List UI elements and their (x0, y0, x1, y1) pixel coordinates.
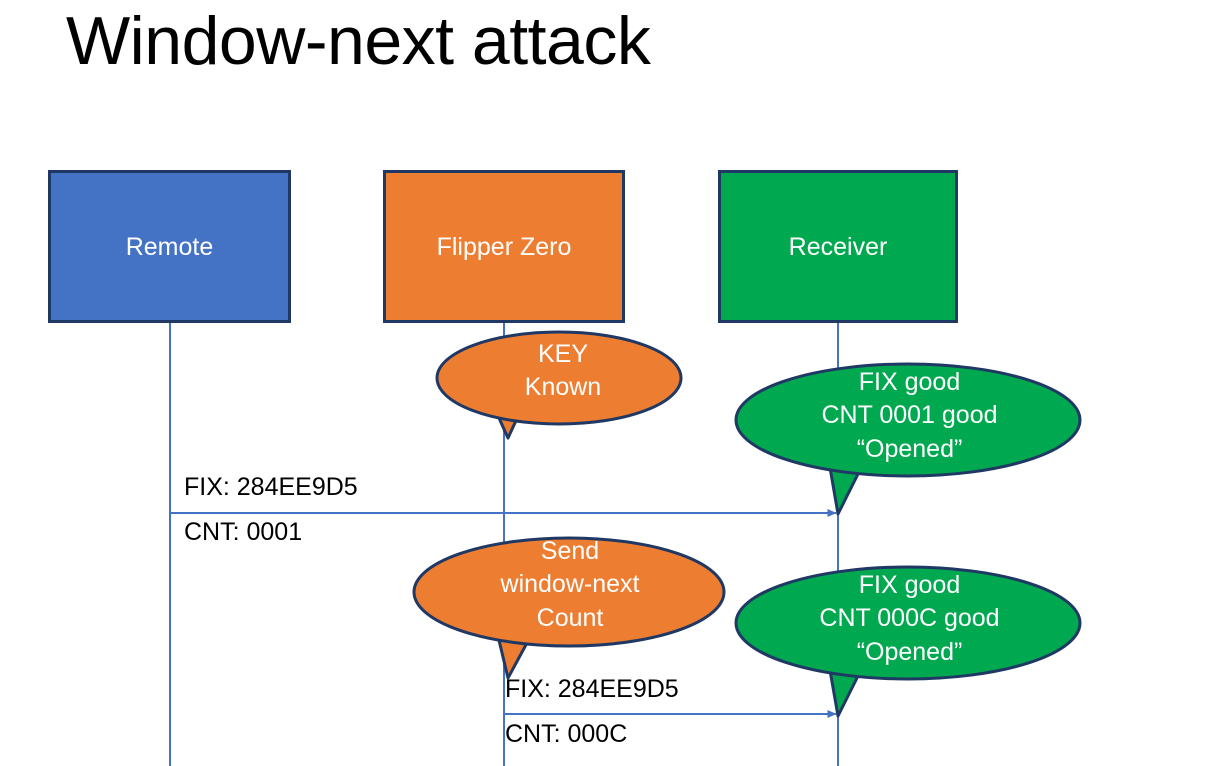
callout-receiver-second-ok (734, 565, 1082, 718)
actor-label-receiver: Receiver (788, 232, 888, 261)
actor-box-remote[interactable]: Remote (48, 170, 291, 323)
message-label-cnt-2: CNT: 000C (505, 720, 628, 748)
message-label-fix-1: FIX: 284EE9D5 (184, 473, 358, 501)
actor-label-remote: Remote (125, 232, 214, 261)
page-title: Window-next attack (66, 3, 651, 79)
actor-box-flipper[interactable]: Flipper Zero (383, 170, 625, 323)
message-label-fix-2: FIX: 284EE9D5 (505, 675, 679, 703)
callout-send-window-next (412, 536, 726, 680)
actor-label-flipper: Flipper Zero (436, 232, 572, 261)
actor-box-receiver[interactable]: Receiver (718, 170, 958, 323)
callout-key-known (435, 330, 683, 440)
message-label-cnt-1: CNT: 0001 (184, 518, 303, 546)
callout-receiver-first-ok (734, 362, 1082, 516)
